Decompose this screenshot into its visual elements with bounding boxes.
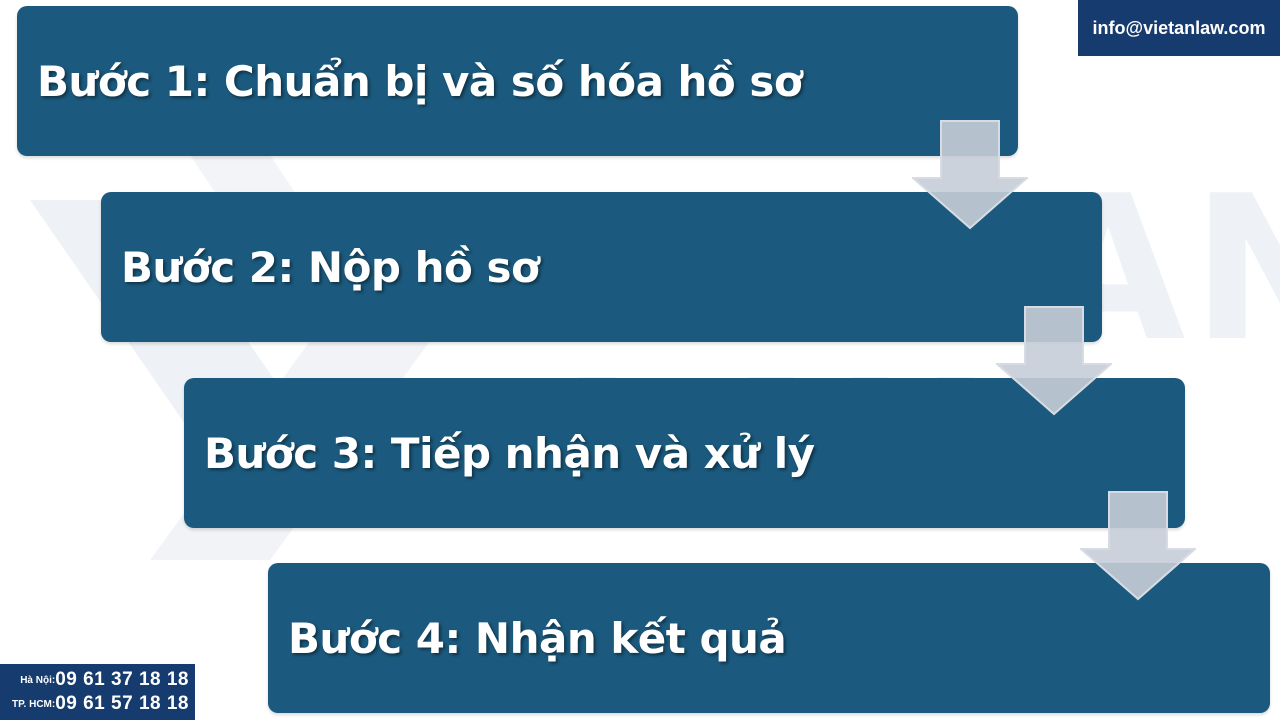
step-label-4: Bước 4: Nhận kết quả [288,613,787,663]
step-box-1: Bước 1: Chuẩn bị và số hóa hồ sơ [17,6,1018,156]
down-arrow-1 [912,120,1028,230]
step-box-2: Bước 2: Nộp hồ sơ [101,192,1102,342]
step-label-2: Bước 2: Nộp hồ sơ [121,242,540,292]
step-box-4: Bước 4: Nhận kết quả [268,563,1270,713]
email-address[interactable]: info@vietanlaw.com [1092,17,1266,38]
step-label-1: Bước 1: Chuẩn bị và số hóa hồ sơ [37,56,803,106]
down-arrow-3 [1080,491,1196,601]
email-badge: info@vietanlaw.com [1078,0,1280,56]
step-label-3: Bước 3: Tiếp nhận và xử lý [204,428,815,478]
phone-city-hcm: TP. HCM: [12,698,56,710]
step-box-3: Bước 3: Tiếp nhận và xử lý [184,378,1185,528]
phone-number-hcm[interactable]: 09 61 57 18 18 [55,693,189,714]
phone-row-hanoi: Hà Nội: 09 61 37 18 18 [4,669,189,691]
phone-badge: Hà Nội: 09 61 37 18 18 TP. HCM: 09 61 57… [0,664,195,720]
down-arrow-2 [996,306,1112,416]
phone-row-hcm: TP. HCM: 09 61 57 18 18 [4,693,189,715]
phone-city-hanoi: Hà Nội: [20,674,56,686]
phone-number-hanoi[interactable]: 09 61 37 18 18 [55,669,189,690]
